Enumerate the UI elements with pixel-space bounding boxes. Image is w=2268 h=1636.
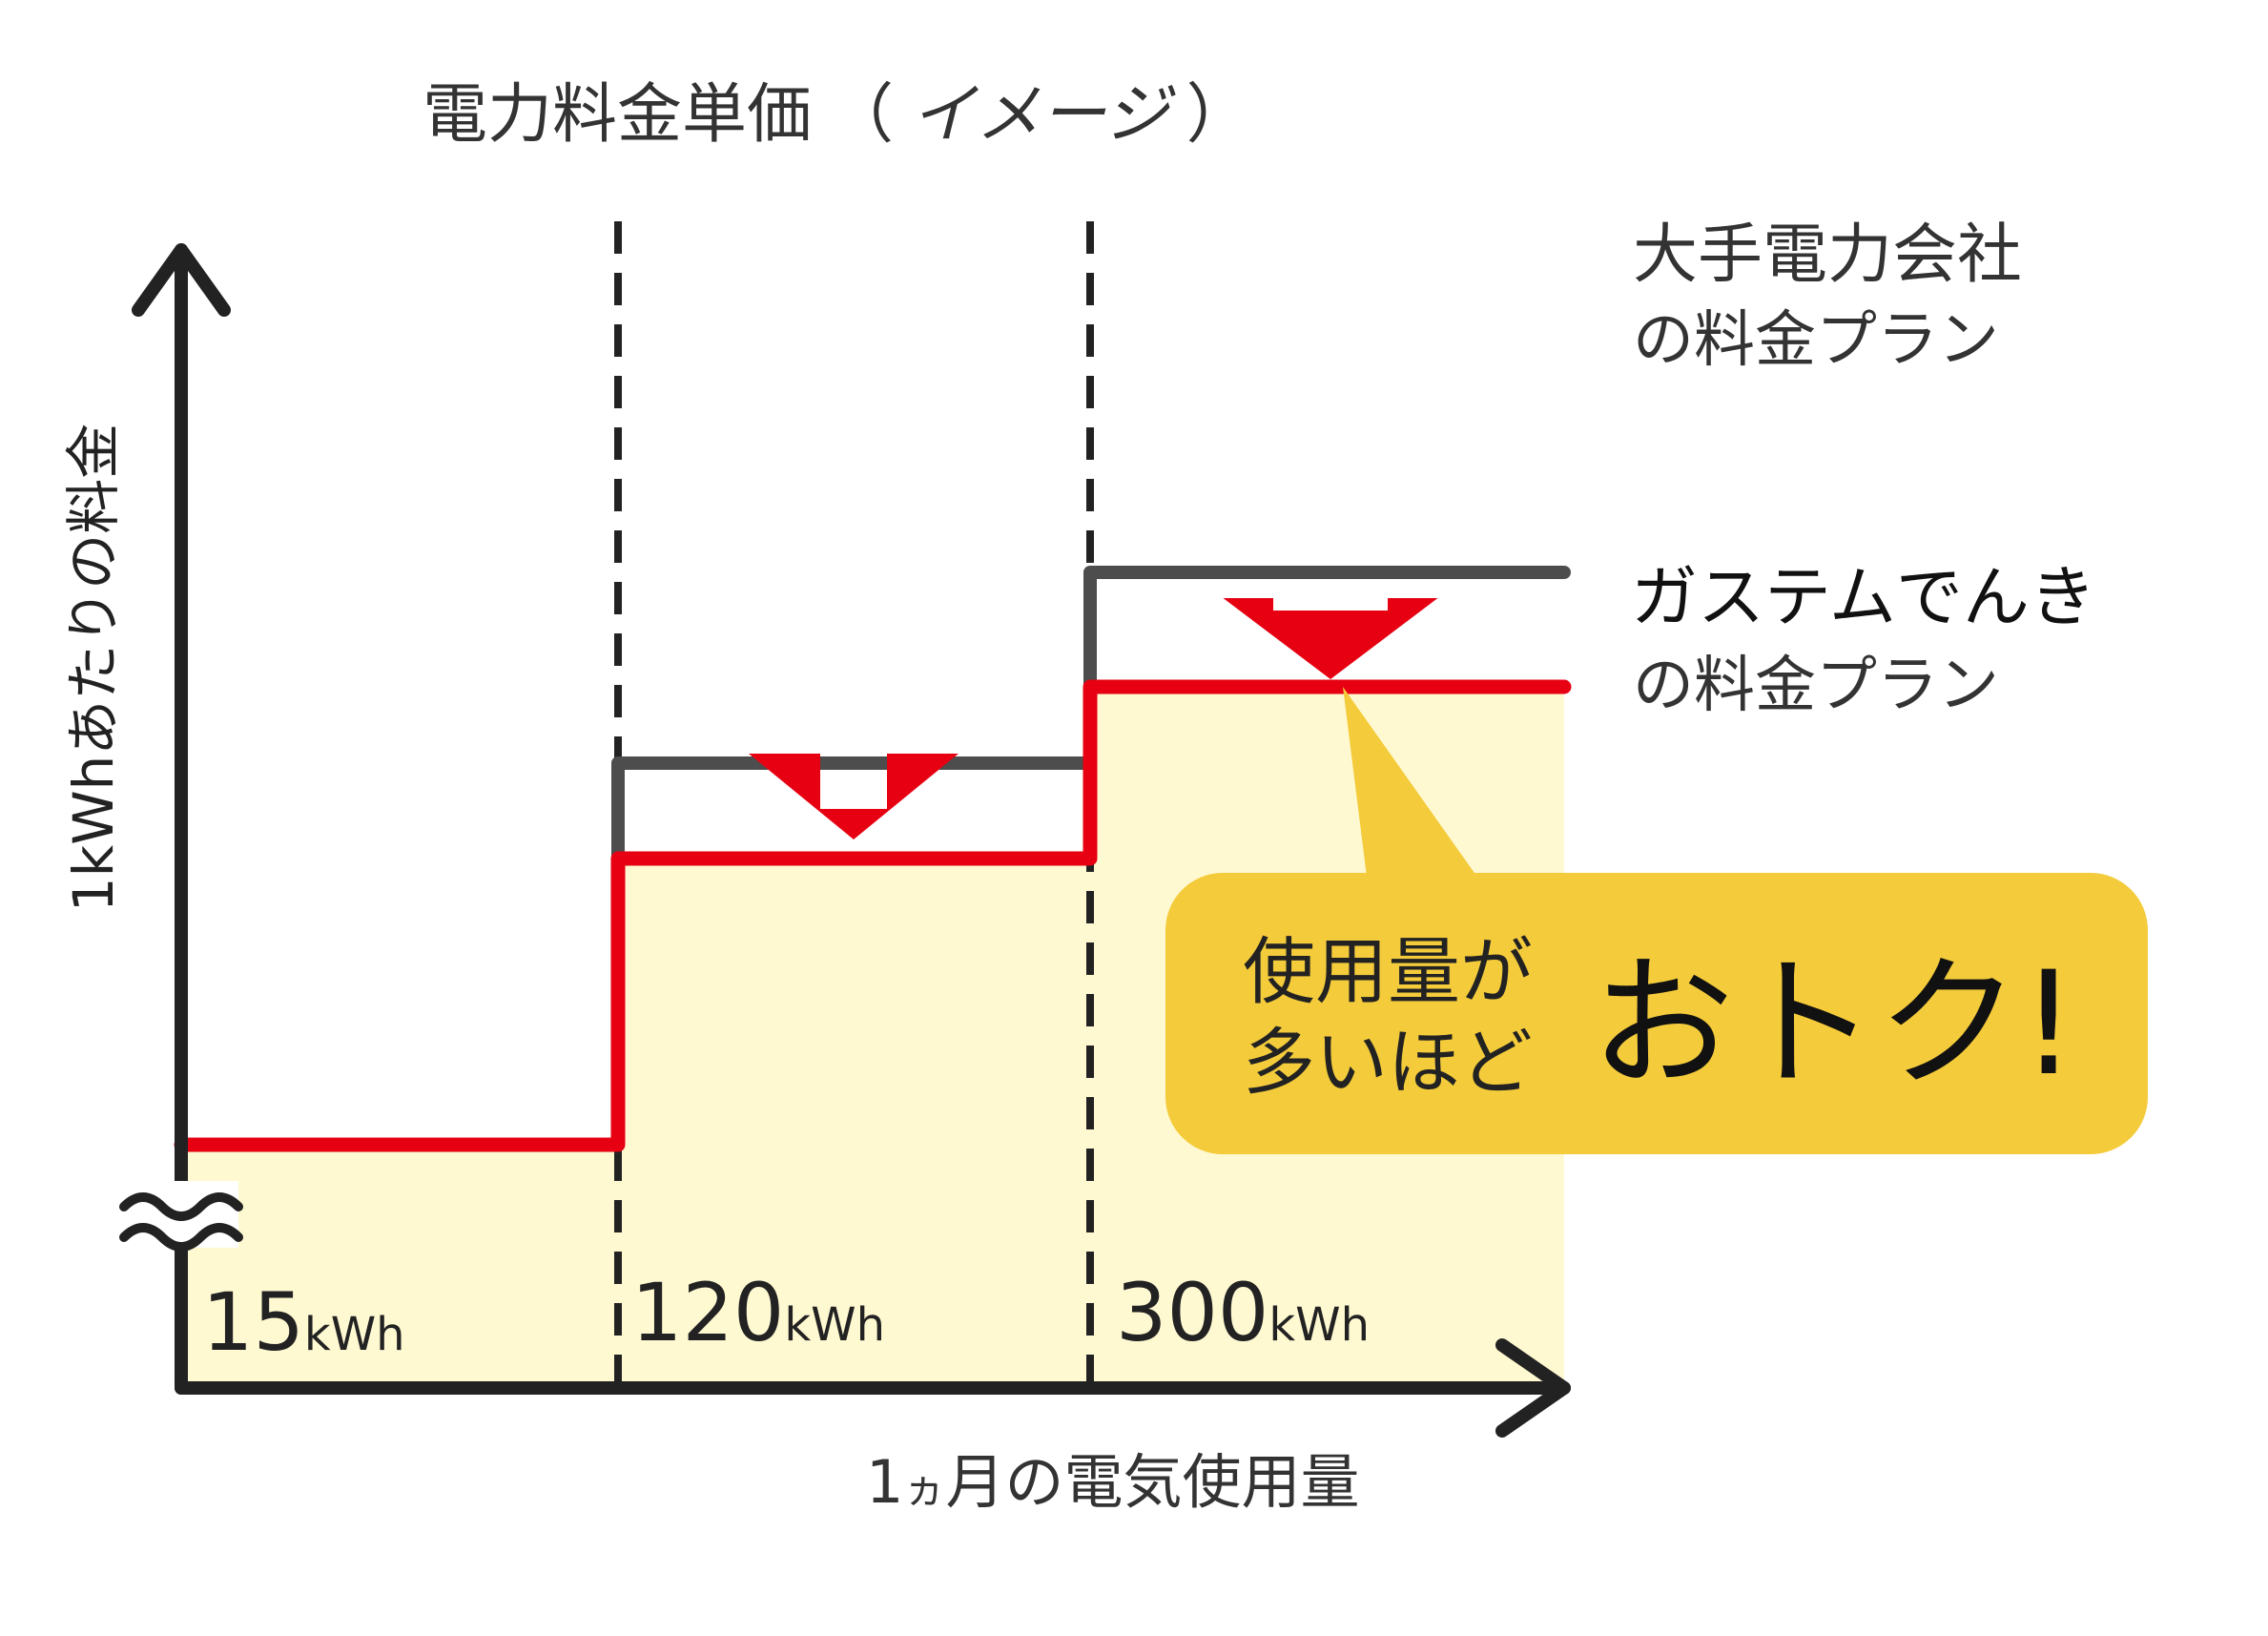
legend-gastem-line2: の料金プラン	[1633, 651, 1999, 721]
tick-label-300: 300kWh	[1116, 1266, 1370, 1359]
callout-tail	[1343, 687, 1488, 892]
tick-label-120: 120kWh	[631, 1266, 885, 1359]
x-axis-label: 1ヵ月の電気使用量	[866, 1447, 1359, 1517]
savings-fill-area	[181, 687, 1564, 1388]
price-reduction-arrow-small	[749, 754, 959, 839]
callout-box	[1165, 873, 2148, 1154]
axis-break-mark	[119, 1181, 243, 1252]
callout-bubble: 使用量が 多いほど おトク!	[1165, 687, 2148, 1154]
price-reduction-arrow-large	[1223, 598, 1438, 679]
y-axis-arrowhead	[132, 243, 231, 317]
tick-label-15: 15kWh	[202, 1275, 405, 1369]
legend-gastem-line1: ガステムでんき	[1631, 558, 2096, 636]
callout-small-line1: 使用量が	[1243, 929, 1533, 1014]
callout-big-text: おトク!	[1591, 942, 2077, 1108]
legend-major-utility-line1: 大手電力会社	[1633, 217, 2022, 293]
y-axis-label: 1kWhあたりの料金	[61, 424, 126, 913]
callout-small-line2: 多いほど	[1243, 1020, 1533, 1105]
series-line-gastem-denki	[174, 679, 1572, 1152]
legend-major-utility-line2: の料金プラン	[1633, 305, 1999, 376]
x-axis-arrowhead	[1495, 1338, 1571, 1438]
chart-title: 電力料金単価（イメージ）	[423, 77, 1251, 153]
